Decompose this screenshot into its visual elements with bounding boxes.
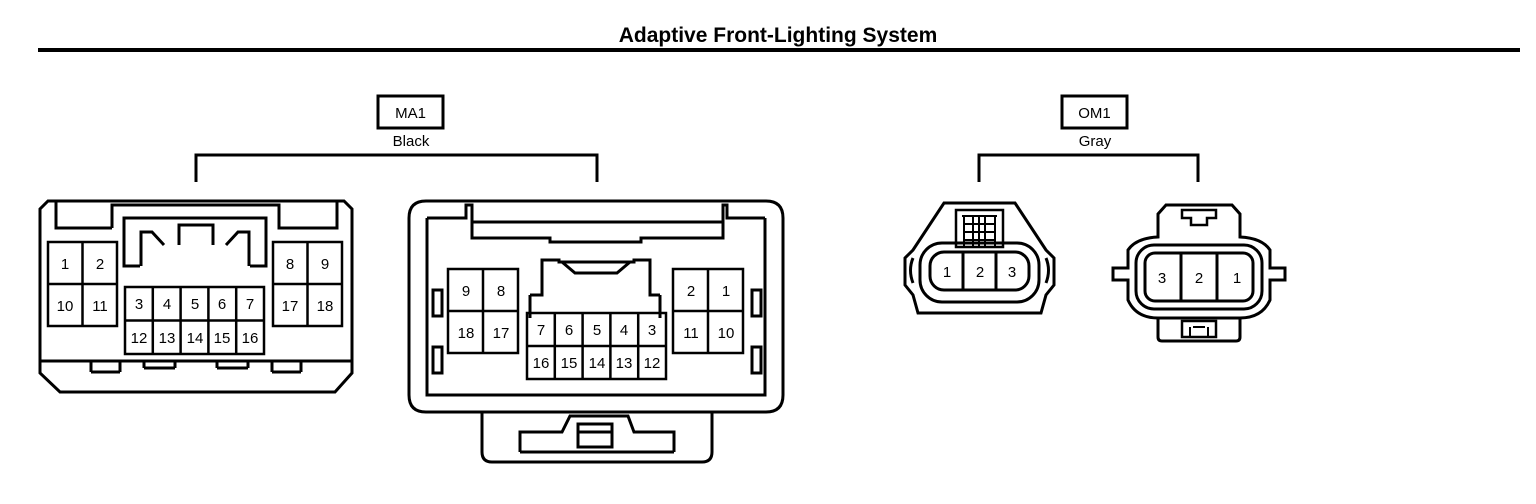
om1-bracket: [977, 153, 1200, 182]
pin-label: 15: [214, 330, 231, 347]
ma1-view2-pin-labels: 9 8 18 17 7 6 5 4 3 16 15 14 13 12 2 1 1…: [458, 283, 735, 372]
ma1-code-box: [376, 94, 445, 130]
om1-view2-housing: [1111, 203, 1287, 343]
pin-label: 16: [533, 355, 550, 372]
pin-label: 5: [191, 296, 199, 313]
title-rule: [38, 48, 1520, 52]
pin-label: 2: [1195, 270, 1203, 287]
pin-label: 11: [683, 325, 699, 342]
pin-label: 1: [1233, 270, 1241, 287]
pin-label: 2: [687, 283, 695, 300]
pin-label: 7: [537, 322, 545, 339]
pin-label: 5: [593, 322, 601, 339]
ma1-view1-pin-labels: 1 2 10 11 3 4 5 6 7 12 13 14 15 16 8 9 1…: [57, 256, 334, 347]
pin-label: 1: [61, 256, 69, 273]
ma1-view2-housing: [407, 199, 785, 464]
pin-label: 13: [616, 355, 633, 372]
om1-code: OM1: [1078, 105, 1111, 122]
pin-label: 14: [589, 355, 606, 372]
pin-label: 3: [648, 322, 656, 339]
om1-code-box: [1060, 94, 1129, 130]
ma1-view1-housing: [38, 199, 354, 394]
pin-label: 6: [565, 322, 573, 339]
pin-label: 7: [246, 296, 254, 313]
pin-label: 18: [458, 325, 475, 342]
pin-label: 2: [976, 264, 984, 281]
pin-label: 17: [282, 298, 299, 315]
ma1-bracket: [194, 153, 599, 182]
om1-color: Gray: [1079, 133, 1112, 150]
page-title: Adaptive Front-Lighting System: [618, 24, 938, 47]
pin-label: 3: [1008, 264, 1016, 281]
pin-label: 4: [620, 322, 628, 339]
pin-label: 18: [317, 298, 334, 315]
pin-label: 10: [57, 298, 74, 315]
ma1-color: Black: [393, 133, 430, 150]
pin-label: 4: [163, 296, 171, 313]
om1-label-group: [977, 94, 1200, 182]
pin-label: 3: [1158, 270, 1166, 287]
pin-label: 3: [135, 296, 143, 313]
pin-label: 17: [493, 325, 510, 342]
pin-label: 6: [218, 296, 226, 313]
pin-label: 8: [497, 283, 505, 300]
pin-label: 8: [286, 256, 294, 273]
pin-label: 11: [92, 298, 108, 315]
pin-label: 1: [943, 264, 951, 281]
om1-view1-pin-labels: 1 2 3: [943, 264, 1016, 281]
pin-label: 14: [187, 330, 204, 347]
pin-label: 13: [159, 330, 176, 347]
pin-label: 9: [321, 256, 329, 273]
ma1-code: MA1: [395, 105, 426, 122]
pin-label: 12: [131, 330, 148, 347]
pin-label: 16: [242, 330, 259, 347]
om1-view2-pin-labels: 3 2 1: [1158, 270, 1241, 287]
pin-label: 10: [718, 325, 735, 342]
pin-label: 2: [96, 256, 104, 273]
om1-view1-housing: [903, 201, 1056, 315]
pin-label: 9: [462, 283, 470, 300]
pin-label: 12: [644, 355, 661, 372]
ma1-label-group: [194, 94, 599, 182]
pin-label: 15: [561, 355, 578, 372]
pin-label: 1: [722, 283, 730, 300]
ma1-view1-pin-grid: [46, 240, 344, 356]
ma1-view2-pin-grid: [446, 267, 745, 381]
